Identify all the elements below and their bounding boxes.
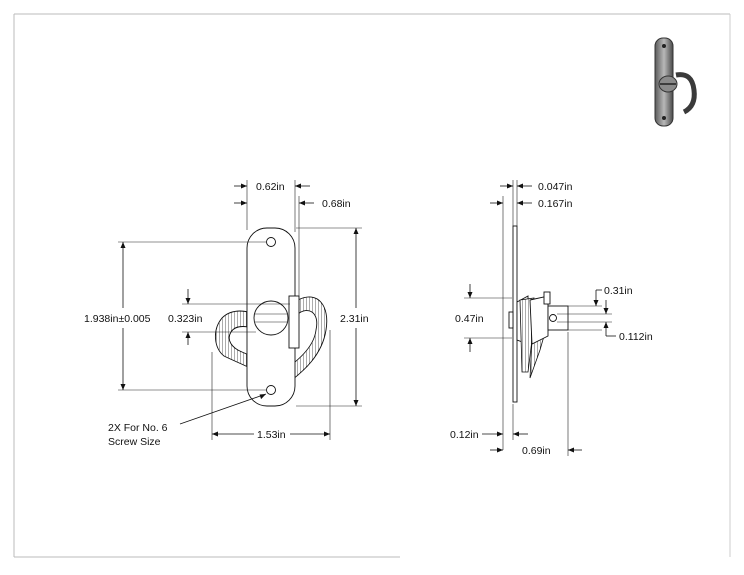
dim-stud-height: 0.47in [455,313,484,325]
dim-stud-diameter: 0.31in [604,285,633,297]
side-dimensions: 0.047in 0.167in 0.31in 0.112in 0.47in [450,180,653,457]
note-screw-line1: 2X For No. 6 [108,422,168,434]
dim-plate-thickness: 0.047in [538,181,573,193]
latch-thumbnail-icon [654,37,697,127]
dim-overall-height: 2.31in [340,313,369,325]
sheet-border [13,13,731,558]
dim-width-top: 0.62in [256,181,285,193]
dim-overall-depth: 0.69in [522,445,551,457]
front-view [215,227,328,407]
knob [253,300,289,336]
dim-slot-height: 0.323in [168,313,203,325]
note-screw-line2: Screw Size [108,436,161,448]
dim-bracket-offset: 0.68in [322,198,351,210]
dim-offset-bottom: 0.12in [450,429,479,441]
dim-base-depth: 0.167in [538,198,573,210]
side-stud [547,305,569,331]
front-dimensions: 0.62in 0.68in 1.938in±0.005 0.323in 2.31… [84,180,369,448]
dim-overall-width: 1.53in [257,429,286,441]
side-view [508,225,569,403]
screw-hole-bottom [266,385,276,395]
side-housing [529,295,549,345]
bracket [288,295,300,349]
screw-hole-top [266,237,276,247]
side-pin-hole [549,314,557,322]
side-plate [512,225,518,403]
dim-hole-spacing: 1.938in±0.005 [84,313,151,325]
dim-pin-diameter: 0.112in [619,331,653,343]
